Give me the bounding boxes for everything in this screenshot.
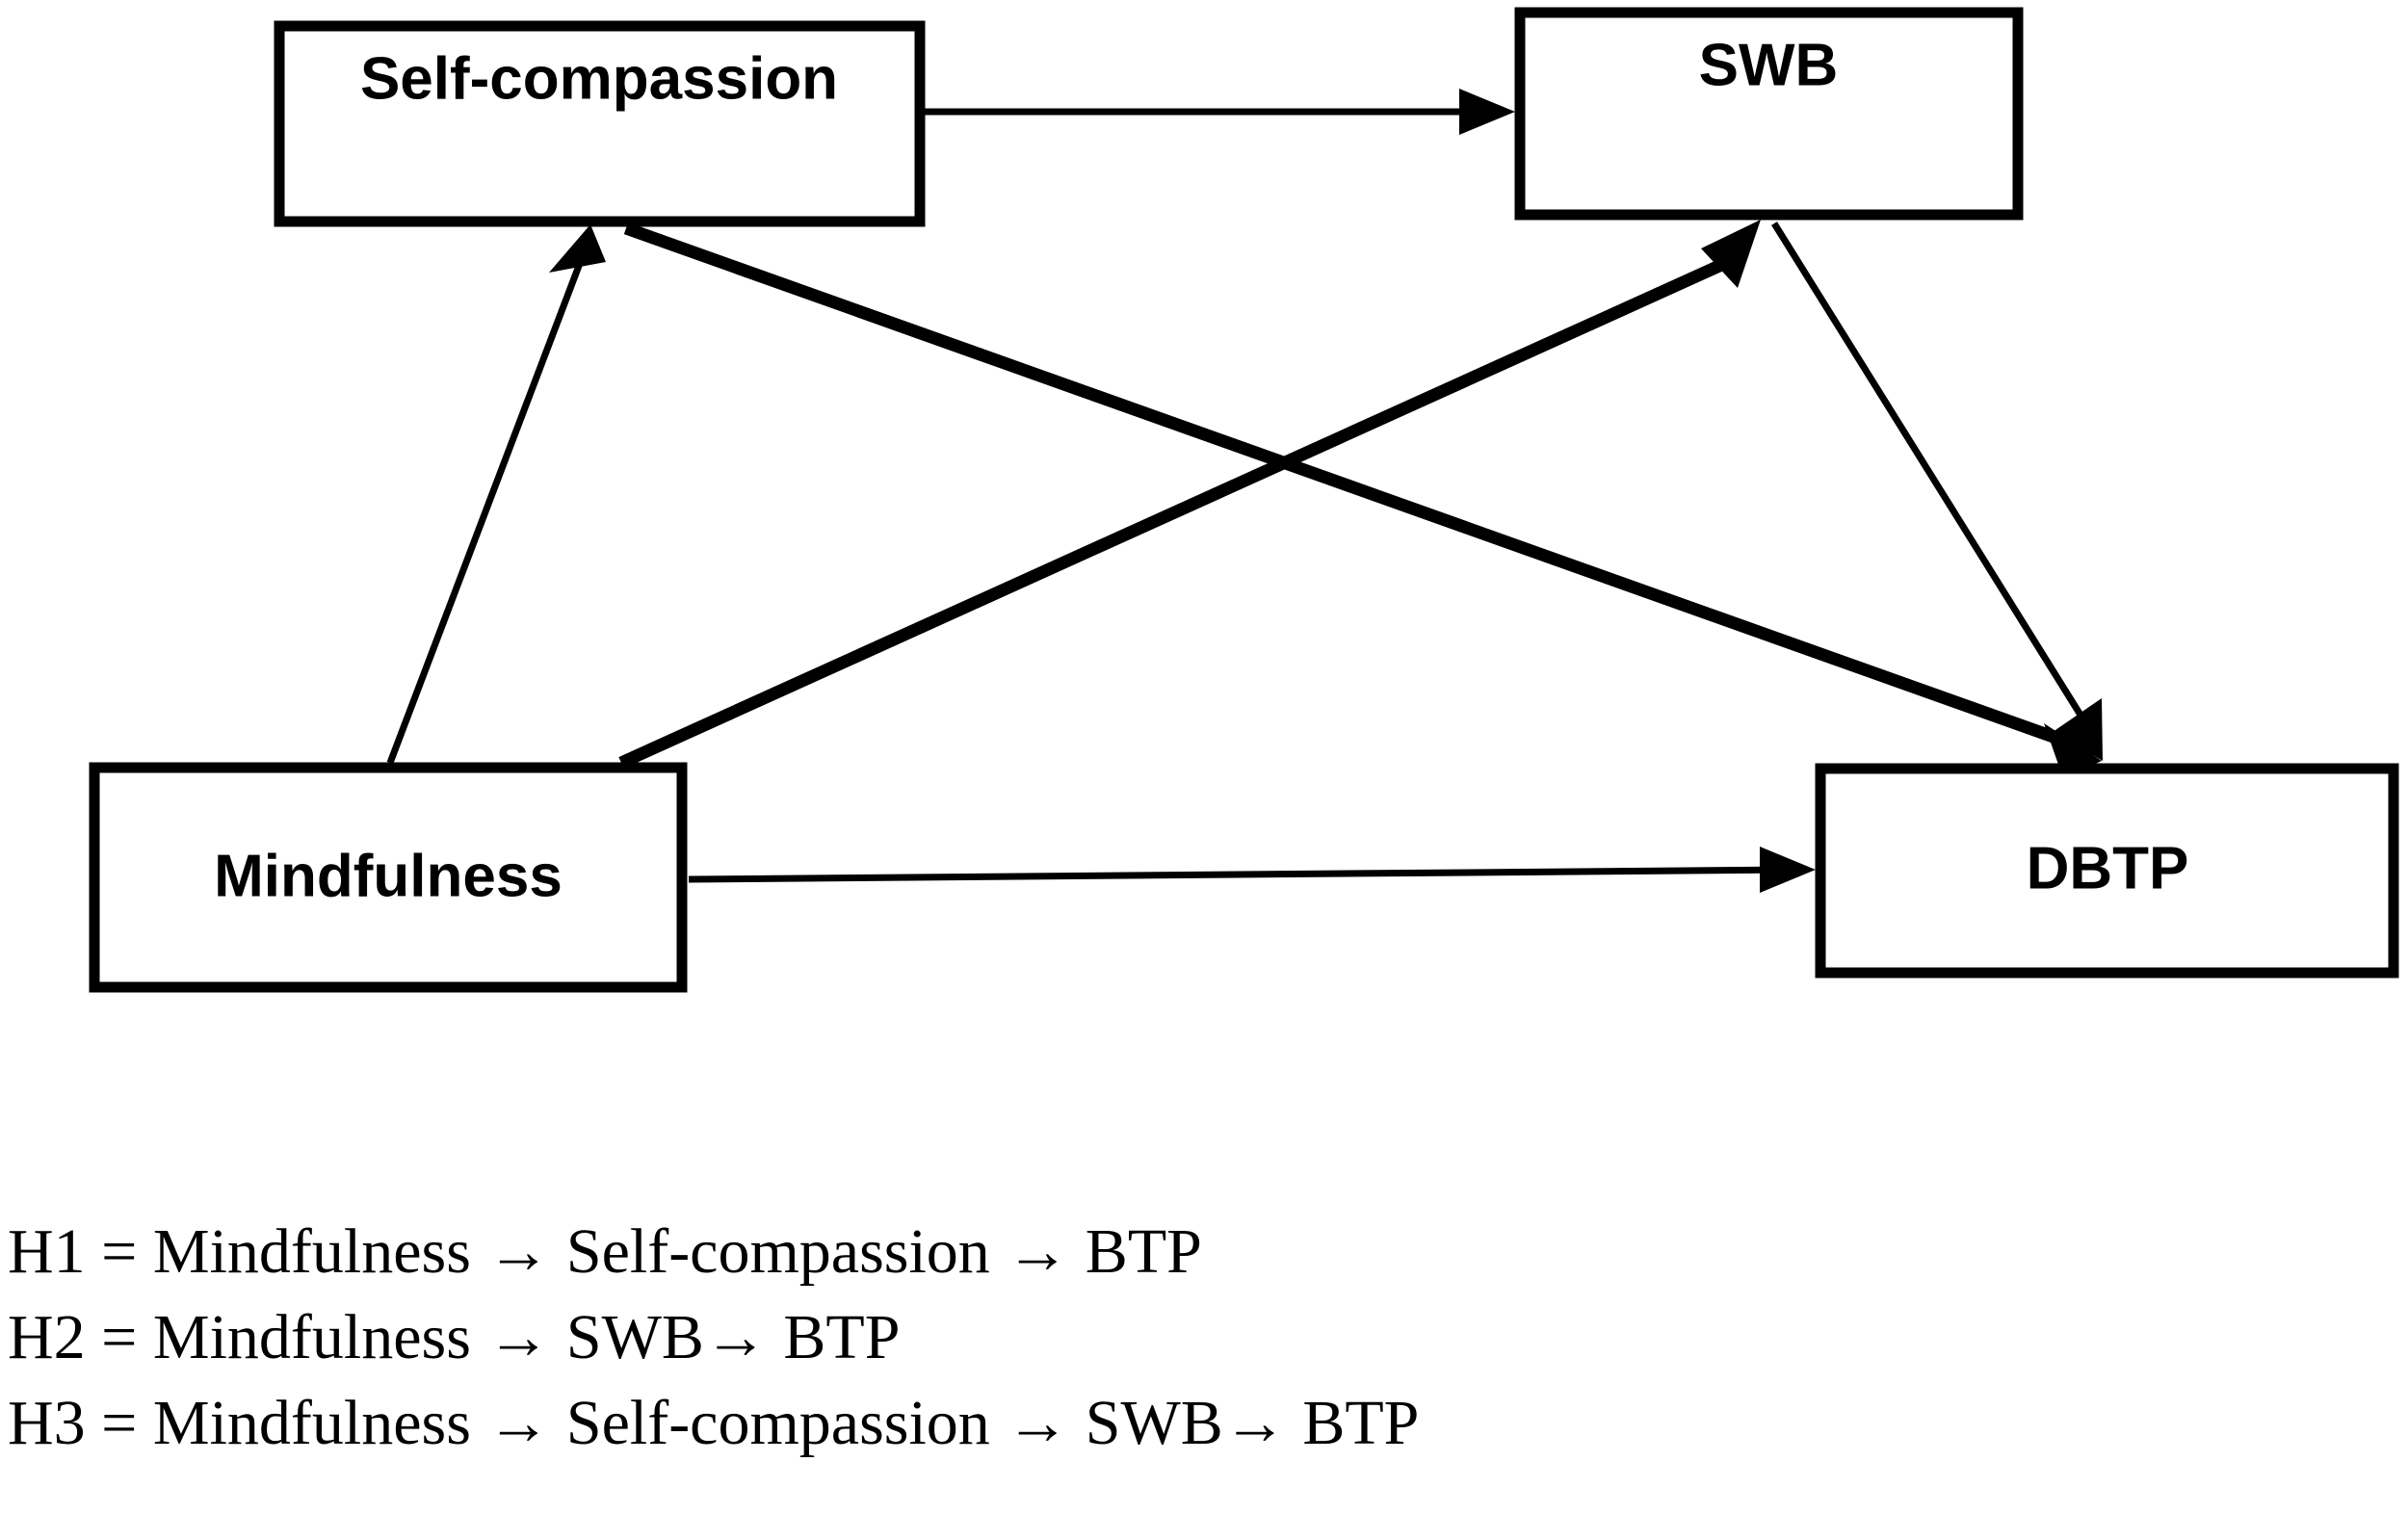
edge-swb-to-dbtp [1771,222,2103,761]
edge-self-compassion-to-swb [910,89,1515,135]
node-box-dbtp[interactable] [1815,763,2399,979]
hypothesis-line-h3: H3 = Mindfulness → Self-compassion → SWB… [8,1388,1420,1458]
hypotheses-legend: H1 = Mindfulness → Self-compassion → BTP… [8,1209,2127,1466]
node-self-compassion[interactable]: Self-compassion [274,20,926,227]
edge-line-mind-dbtp [688,866,1794,883]
edge-line-sc-dbtp [623,222,2064,746]
arrow-head-swb-dbtp [2053,698,2103,761]
node-label-dbtp: DBTP [2027,835,2189,901]
node-label-mindfulness: Mindfulness [214,843,563,909]
node-box-swb[interactable] [1514,7,2024,221]
arrow-head-mind-sc [549,224,606,273]
node-box-self-compassion[interactable] [274,20,926,227]
edge-line-mind-swb [618,251,1741,769]
edge-mindfulness-to-swb [618,220,1761,769]
node-swb[interactable]: SWB [1514,7,2024,221]
node-label-self-compassion: Self-compassion [360,45,838,112]
edge-line-swb-dbtp [1771,222,2089,726]
node-mindfulness[interactable]: Mindfulness [89,762,688,993]
edge-mindfulness-to-dbtp [688,847,1816,893]
edge-self-compassion-to-dbtp [623,222,2102,778]
arrow-head-mind-dbtp [1760,847,1816,893]
node-dbtp[interactable]: DBTP [1815,763,2399,979]
hypothesis-line-h1: H1 = Mindfulness → Self-compassion → BTP [8,1216,1202,1287]
arrow-head-sc-swb [1459,89,1515,135]
node-label-swb: SWB [1699,32,1839,98]
edge-mindfulness-to-self-compassion [386,224,606,765]
node-box-mindfulness[interactable] [89,762,688,993]
hypothesis-line-h2: H2 = Mindfulness → SWB→ BTP [8,1302,901,1372]
arrow-head-mind-swb [1701,220,1761,288]
edge-line-mind-sc [386,256,586,765]
